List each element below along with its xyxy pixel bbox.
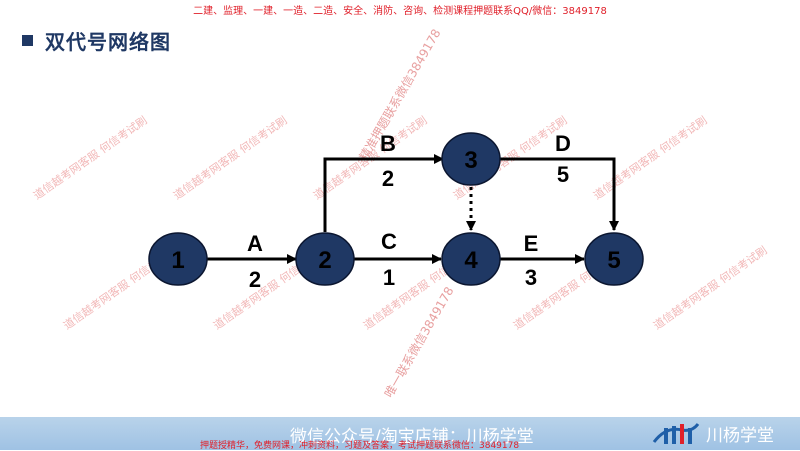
logo-text: 川杨学堂 (706, 425, 774, 446)
footer-main-text: 微信公众号/淘宝店铺：川杨学堂 (290, 427, 534, 447)
node-label: 2 (318, 247, 331, 274)
activity-d-name: D (555, 131, 571, 156)
node-1: 1 (148, 232, 208, 286)
node-label: 3 (464, 147, 477, 174)
title-bullet-icon (22, 35, 33, 46)
activity-b-duration: 2 (382, 166, 394, 191)
slide-title-block: 双代号网络图 (22, 26, 171, 55)
arrow-b (323, 154, 444, 232)
node-4: 4 (441, 232, 501, 286)
logo-mark-icon (652, 423, 700, 444)
activity-e-duration: 3 (525, 265, 537, 290)
node-5: 5 (584, 232, 644, 286)
footer-bar: 微信公众号/淘宝店铺：川杨学堂 押题授精华，免费网课，冲刺资料，习题及答案，考试… (0, 417, 800, 451)
activity-e-name: E (524, 231, 539, 256)
activity-a-name: A (247, 231, 263, 256)
footer-contact-text: 押题授精华，免费网课，冲刺资料，习题及答案，考试押题联系微信：3849178 (200, 441, 520, 451)
activity-c-duration: 1 (383, 265, 395, 290)
node-label: 1 (171, 247, 184, 274)
node-label: 4 (464, 247, 478, 274)
node-3: 3 (441, 132, 501, 186)
activity-d-duration: 5 (557, 162, 569, 187)
arrow-d (500, 157, 619, 231)
activity-b-name: B (380, 131, 396, 156)
slide-title: 双代号网络图 (45, 30, 171, 54)
brand-logo: 川杨学堂 (652, 420, 774, 446)
activity-c-name: C (381, 229, 397, 254)
node-label: 5 (607, 247, 620, 274)
top-contact-banner: 二建、监理、一建、一造、二造、安全、消防、咨询、检测课程押题联系QQ/微信：38… (193, 6, 607, 17)
node-2: 2 (295, 232, 355, 286)
activity-a-duration: 2 (249, 267, 261, 292)
